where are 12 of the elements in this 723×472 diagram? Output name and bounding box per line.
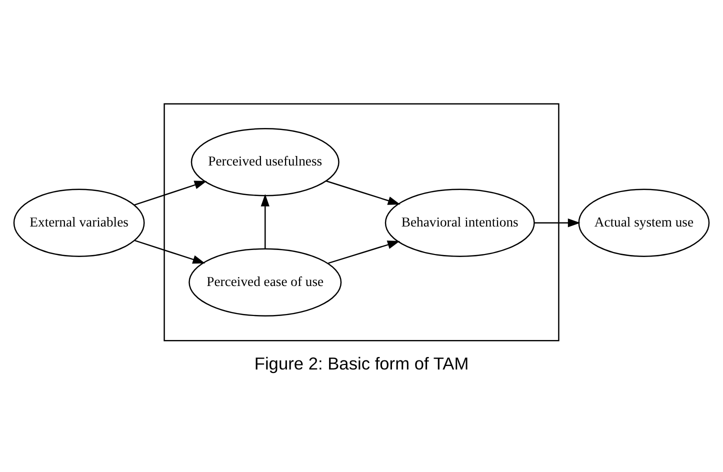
node-ellipse: Perceived usefulness [190,128,340,196]
arrow [134,180,207,206]
cluster [164,102,560,341]
node-ellipse: External variables [13,188,145,256]
node-ellipse: Actual system use [578,188,710,256]
arrow [534,218,580,227]
caption: Figure 2: Basic form of TAM [254,352,469,373]
arrow [328,240,400,264]
arrow [326,180,400,204]
arrow [260,194,270,248]
node-ellipse: Perceived ease of use [188,248,342,316]
arrow [134,239,206,264]
